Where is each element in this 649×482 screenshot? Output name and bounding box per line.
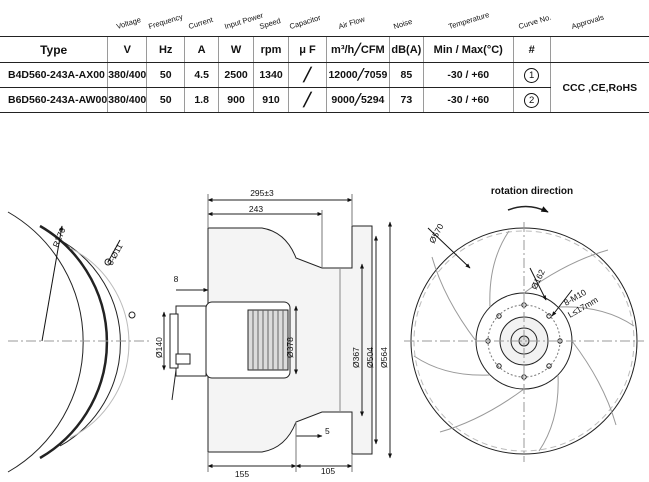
rotation-arrow-icon	[507, 205, 549, 213]
table-row: B4D560-243A-AX00 380/400 50 4.5 2500 134…	[0, 62, 649, 113]
dim-flange: 8	[174, 274, 179, 284]
dim-overall: 295±3	[250, 188, 274, 198]
cell-current: 1.8	[184, 87, 219, 113]
dim-d3: Ø564	[379, 347, 389, 368]
cell-speed: 1340	[253, 62, 289, 88]
blade	[557, 306, 635, 327]
col-noise-unit: dB(A)	[388, 36, 424, 63]
cell-current: 4.5	[184, 62, 219, 88]
curve-number-badge: 1	[524, 67, 540, 83]
dim-motor: Ø378	[285, 337, 295, 358]
col-airflow-unit: m³/h╱CFM	[325, 36, 390, 63]
blade	[439, 388, 525, 433]
dim-depth: 243	[249, 204, 263, 214]
cell-airflow: 9000╱5294	[325, 87, 390, 113]
model-name: B6D560-243A-AW00	[0, 87, 108, 113]
cell-speed: 910	[253, 87, 289, 113]
dim-gap: 5	[325, 426, 330, 436]
holes-label-left: 8-Ø11	[105, 242, 125, 267]
inlet-ring-outer	[7, 211, 84, 473]
radius-leader	[41, 225, 64, 342]
cell-voltage: 380/400	[107, 62, 147, 88]
inlet-ring-shadow	[69, 247, 130, 439]
impeller-dia-leader	[427, 227, 471, 269]
bolt-hole	[546, 313, 552, 319]
mount-hole-marker	[128, 311, 136, 319]
inlet-ring-thick	[39, 224, 109, 460]
table-row: B6D560-243A-AW00 380/400 50 1.8 900 910 …	[0, 87, 649, 113]
blade	[431, 256, 477, 342]
bolt-hole	[496, 363, 502, 369]
blade	[489, 230, 510, 308]
cell-voltage: 380/400	[107, 87, 147, 113]
col-approvals-unit	[549, 36, 649, 63]
cell-noise: 85	[388, 62, 424, 88]
cell-curve: 2	[512, 87, 551, 113]
left-view	[7, 211, 150, 473]
motor-flange	[175, 305, 207, 377]
terminal-box	[175, 353, 191, 365]
blade	[413, 355, 491, 376]
bolt-hole	[546, 363, 552, 369]
shaft-end	[169, 313, 179, 369]
blade	[538, 374, 559, 452]
cell-temperature: -30 / +60	[422, 87, 514, 113]
col-type: Type	[0, 36, 108, 63]
cell-temperature: -30 / +60	[422, 62, 514, 88]
blade	[571, 340, 617, 426]
side-view	[162, 194, 392, 472]
impeller-dia-label: Ø570	[427, 222, 446, 245]
blade	[523, 249, 609, 294]
dim-shaft: Ø140	[154, 337, 164, 358]
rotation-direction-label: rotation direction	[491, 186, 573, 197]
dim-d2: Ø504	[365, 347, 375, 368]
cell-capacitor: ╱	[288, 87, 327, 113]
hub-dia-leader	[529, 267, 547, 301]
cell-noise: 73	[388, 87, 424, 113]
col-current-unit: A	[184, 36, 219, 63]
dim-base-right: 105	[321, 466, 335, 476]
col-voltage-unit: V	[107, 36, 147, 63]
bolt-hole	[496, 313, 502, 319]
spec-table: Type V Hz A W rpm μ F m³/h╱CFM dB(A) Min…	[0, 36, 649, 113]
bolt-circle	[487, 304, 561, 378]
mount-hole-marker	[104, 258, 112, 266]
inlet-ring-inner	[59, 239, 121, 447]
cell-power: 2500	[218, 62, 254, 88]
hole-leader	[107, 239, 121, 263]
dim-base-left: 155	[235, 469, 249, 479]
holes-leader	[551, 289, 573, 317]
col-curve-unit: #	[512, 36, 551, 63]
spec-table-unit-row: Type V Hz A W rpm μ F m³/h╱CFM dB(A) Min…	[0, 36, 649, 63]
cell-frequency: 50	[146, 87, 185, 113]
dim-d1: Ø367	[351, 347, 361, 368]
cell-power: 900	[218, 87, 254, 113]
front-view	[404, 205, 644, 462]
cable	[171, 369, 177, 401]
approvals-cell: CCC ,CE,RoHS	[549, 62, 649, 113]
curve-number-badge: 2	[524, 92, 540, 108]
col-temperature-unit: Min / Max(°C)	[422, 36, 514, 63]
